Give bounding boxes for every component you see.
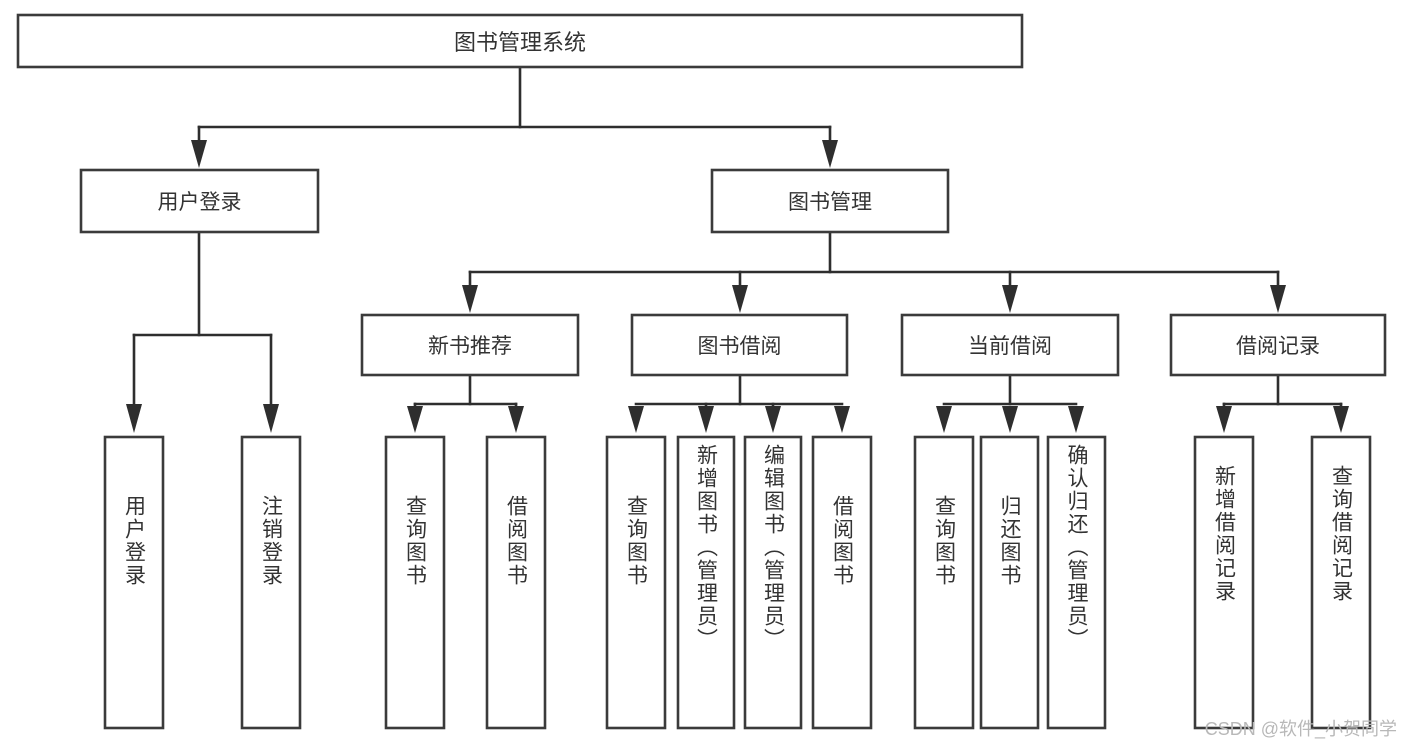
connector-group-book-mgmt [462,230,1286,313]
connector-group-current-borrow [936,373,1084,433]
arrowhead-current-borrow [1002,285,1018,313]
arrowhead-leaf-confirm-return [1068,406,1084,433]
leaf-edit-book-box[interactable] [743,435,803,730]
arrowhead-leaf-borrow-book-1 [508,406,524,433]
node-current-borrow-box[interactable] [900,313,1120,377]
leaf-query-book-1-box[interactable] [384,435,446,730]
leaf-logout-box[interactable] [240,435,302,730]
connector-group-root [191,65,838,168]
arrowhead-borrow-record [1270,285,1286,313]
node-new-book-rec-box[interactable] [360,313,580,377]
node-borrow-record-box[interactable] [1169,313,1387,377]
leaf-user-login-box[interactable] [103,435,165,730]
leaf-borrow-book-1-box[interactable] [485,435,547,730]
node-book-mgmt-box[interactable] [710,168,950,234]
node-root-box[interactable] [16,13,1024,69]
connector-group-borrow-record [1216,373,1349,433]
arrowhead-leaf-borrow-book-2 [834,406,850,433]
leaf-return-book-box[interactable] [979,435,1040,730]
arrowhead-leaf-query-book-1 [407,406,423,433]
arrowhead-leaf-logout [263,404,279,433]
node-user-login-box[interactable] [79,168,320,234]
arrowhead-leaf-add-book [698,406,714,433]
connector-group-new-book-rec [407,373,524,433]
leaf-borrow-book-2-box[interactable] [811,435,873,730]
leaf-add-book-box[interactable] [676,435,736,730]
csdn-watermark: CSDN @软件_小贺同学 [1204,719,1397,739]
arrowhead-leaf-query-book-3 [936,406,952,433]
arrowhead-user-login [191,140,207,168]
arrowhead-new-book-rec [462,285,478,313]
connector-group-user-login [126,230,279,433]
arrowhead-leaf-query-book-2 [628,406,644,433]
arrowhead-leaf-add-record [1216,406,1232,433]
arrowhead-leaf-query-record [1333,406,1349,433]
arrowhead-leaf-user-login [126,404,142,433]
leaf-query-record-box[interactable] [1310,435,1372,730]
leaf-query-book-3-box[interactable] [913,435,975,730]
connector-group-book-borrow [628,373,850,433]
leaf-add-record-box[interactable] [1193,435,1255,730]
arrowhead-leaf-edit-book [765,406,781,433]
node-book-borrow-box[interactable] [630,313,849,377]
arrowhead-book-mgmt [822,140,838,168]
arrowhead-book-borrow [732,285,748,313]
leaf-confirm-return-box[interactable] [1046,435,1107,730]
arrowhead-leaf-return-book [1002,406,1018,433]
leaf-query-book-2-box[interactable] [605,435,667,730]
